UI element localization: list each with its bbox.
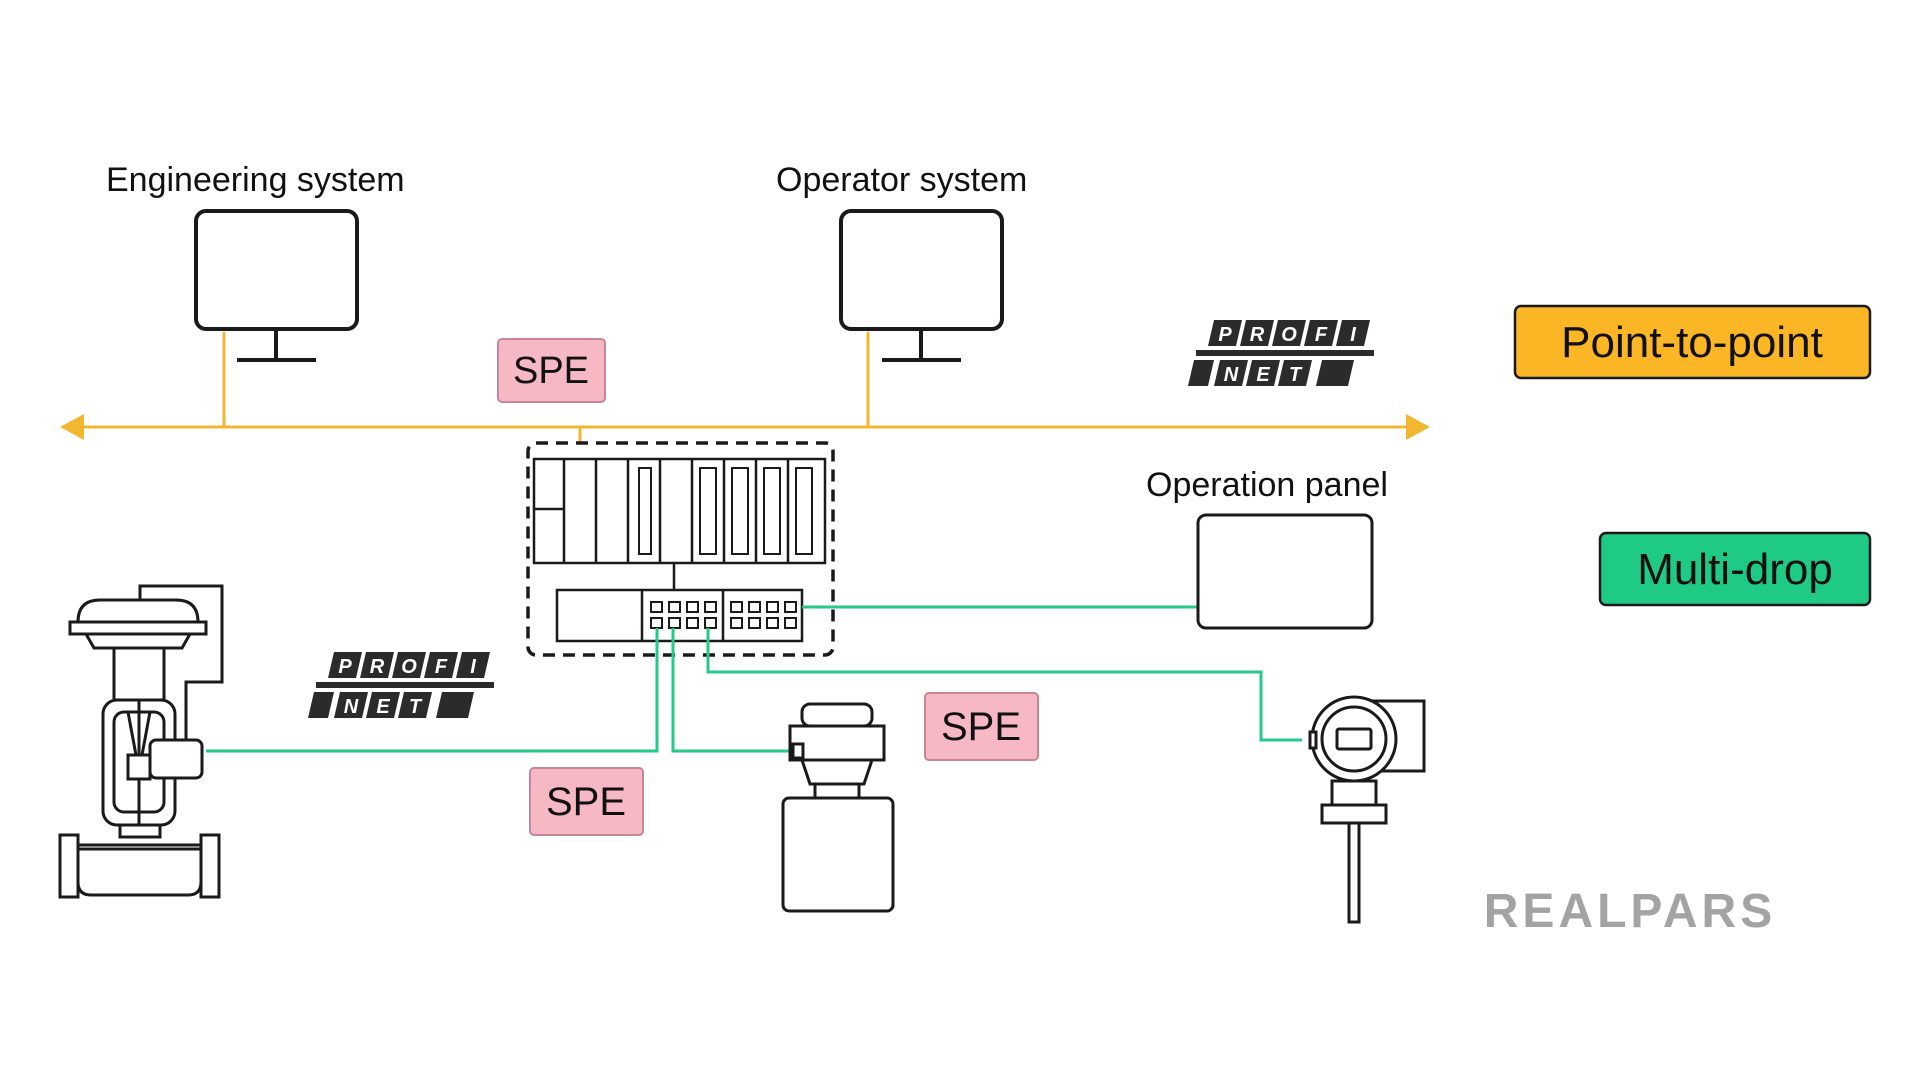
- profinet-letter-p: P: [328, 652, 362, 678]
- operation-panel-label: Operation panel: [1146, 466, 1388, 504]
- svg-text:N: N: [1224, 364, 1239, 386]
- spe-tag-bus: SPE: [497, 338, 606, 403]
- switch-port: [784, 617, 797, 629]
- profinet-letter-f: F: [1304, 320, 1338, 346]
- switch-port: [668, 617, 681, 629]
- legend-multi-drop-text: Multi-drop: [1637, 545, 1833, 594]
- svg-text:E: E: [376, 696, 390, 718]
- profinet-letter-i: I: [456, 652, 490, 678]
- svg-text:P: P: [338, 656, 352, 678]
- switch-port: [686, 601, 699, 613]
- svg-text:O: O: [1281, 324, 1297, 346]
- spe-tag-valve-link: SPE: [529, 767, 644, 836]
- control-valve-icon: [58, 584, 224, 899]
- operator-system-monitor-icon: [839, 209, 1004, 362]
- spe-tag-sensor-link-text: SPE: [941, 705, 1021, 749]
- switch-port: [668, 601, 681, 613]
- svg-text:O: O: [401, 656, 417, 678]
- profinet-letter-r: R: [1240, 320, 1274, 346]
- svg-text:T: T: [409, 696, 423, 718]
- svg-text:P: P: [1218, 324, 1232, 346]
- spe-tag-sensor-link: SPE: [924, 692, 1039, 761]
- spe-tag-bus-text: SPE: [513, 350, 589, 392]
- profinet-letter-e: E: [366, 692, 400, 718]
- profinet-letter-i: I: [1336, 320, 1370, 346]
- operator-system-label: Operator system: [776, 161, 1027, 199]
- profinet-letter-p: P: [1208, 320, 1242, 346]
- engineering-system-label: Engineering system: [106, 161, 405, 199]
- svg-text:I: I: [470, 656, 476, 678]
- profinet-letter-f: F: [424, 652, 458, 678]
- svg-text:R: R: [1250, 324, 1265, 346]
- brand-logo: REALPARS: [1484, 885, 1776, 938]
- svg-text:F: F: [435, 656, 448, 678]
- spe-links: [206, 605, 1302, 753]
- switch-port: [730, 617, 743, 629]
- switch-port: [748, 617, 761, 629]
- engineering-system-monitor-icon: [194, 209, 359, 362]
- profinet-letter-r: R: [360, 652, 394, 678]
- profinet-bus: [60, 332, 1430, 442]
- profinet-letter-o: O: [1272, 320, 1306, 346]
- legend-multi-drop: Multi-drop: [1598, 531, 1872, 607]
- switch-port: [748, 601, 761, 613]
- svg-text:N: N: [344, 696, 359, 718]
- profinet-letter-o: O: [392, 652, 426, 678]
- svg-text:T: T: [1289, 364, 1303, 386]
- switch-port: [650, 617, 663, 629]
- level-sensor-icon: [781, 702, 895, 913]
- svg-text:R: R: [370, 656, 385, 678]
- legend-point-to-point-text: Point-to-point: [1561, 318, 1823, 367]
- profinet-letter-n: N: [1214, 360, 1248, 386]
- profinet-letter-e: E: [1246, 360, 1280, 386]
- svg-text:F: F: [1315, 324, 1328, 346]
- bus-arrow-left-icon: [60, 414, 84, 440]
- switch-port: [704, 617, 717, 629]
- switch-port: [704, 601, 717, 613]
- switch-port: [686, 617, 699, 629]
- legend-point-to-point: Point-to-point: [1513, 304, 1872, 380]
- controller-plc-icon: [526, 441, 835, 657]
- transmitter-icon: [1308, 695, 1426, 924]
- profinet-letter-t: T: [398, 692, 432, 718]
- switch-port: [784, 601, 797, 613]
- svg-text:I: I: [1350, 324, 1356, 346]
- spe-tag-valve-link-text: SPE: [546, 780, 626, 824]
- svg-text:E: E: [1256, 364, 1270, 386]
- profinet-letter-n: N: [334, 692, 368, 718]
- operation-panel-icon: [1196, 513, 1374, 630]
- profinet-letter-t: T: [1278, 360, 1312, 386]
- bus-arrow-right-icon: [1406, 414, 1430, 440]
- switch-port: [650, 601, 663, 613]
- switch-port: [766, 617, 779, 629]
- switch-port: [766, 601, 779, 613]
- switch-port: [730, 601, 743, 613]
